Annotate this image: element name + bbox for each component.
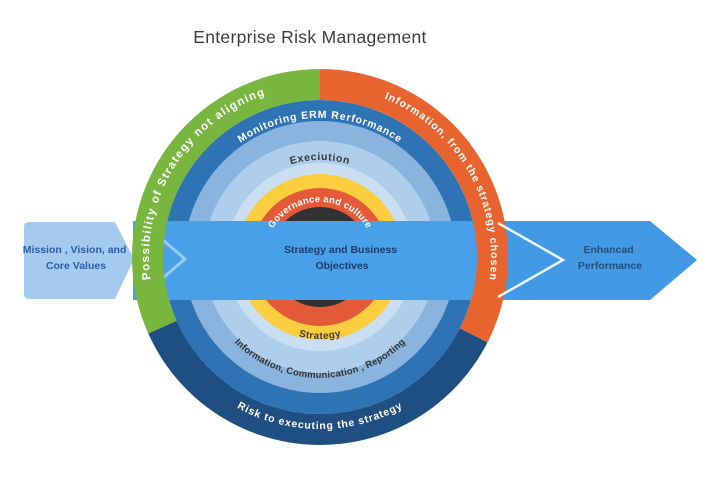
arrow-line2: Performance	[578, 260, 642, 272]
performance-arrow	[505, 221, 697, 300]
label-execution: Execiution	[288, 151, 351, 167]
outer-arc-green	[132, 69, 320, 334]
page-title: Enterprise Risk Management	[193, 27, 426, 47]
mission-box	[24, 222, 134, 299]
band-center-label: Strategy and Business Objectives	[284, 244, 400, 272]
mission-box-label: Mission , Vision, and Core Values	[23, 244, 130, 272]
label-strategy: Strategy	[298, 328, 342, 342]
arrow-line1: Enhancad	[583, 244, 633, 256]
band-line2: Objectives	[315, 260, 368, 272]
performance-arrow-label: Enhancad Performance	[578, 244, 642, 272]
outer-arc-orange	[320, 69, 509, 343]
mission-line2: Core Values	[46, 260, 106, 272]
flow-band	[133, 221, 506, 300]
band-line1: Strategy and Business	[284, 244, 397, 256]
arrow-chevron-icon	[497, 221, 566, 299]
outer-arc-navy	[148, 320, 488, 445]
mission-line1: Mission , Vision, and	[23, 244, 127, 256]
